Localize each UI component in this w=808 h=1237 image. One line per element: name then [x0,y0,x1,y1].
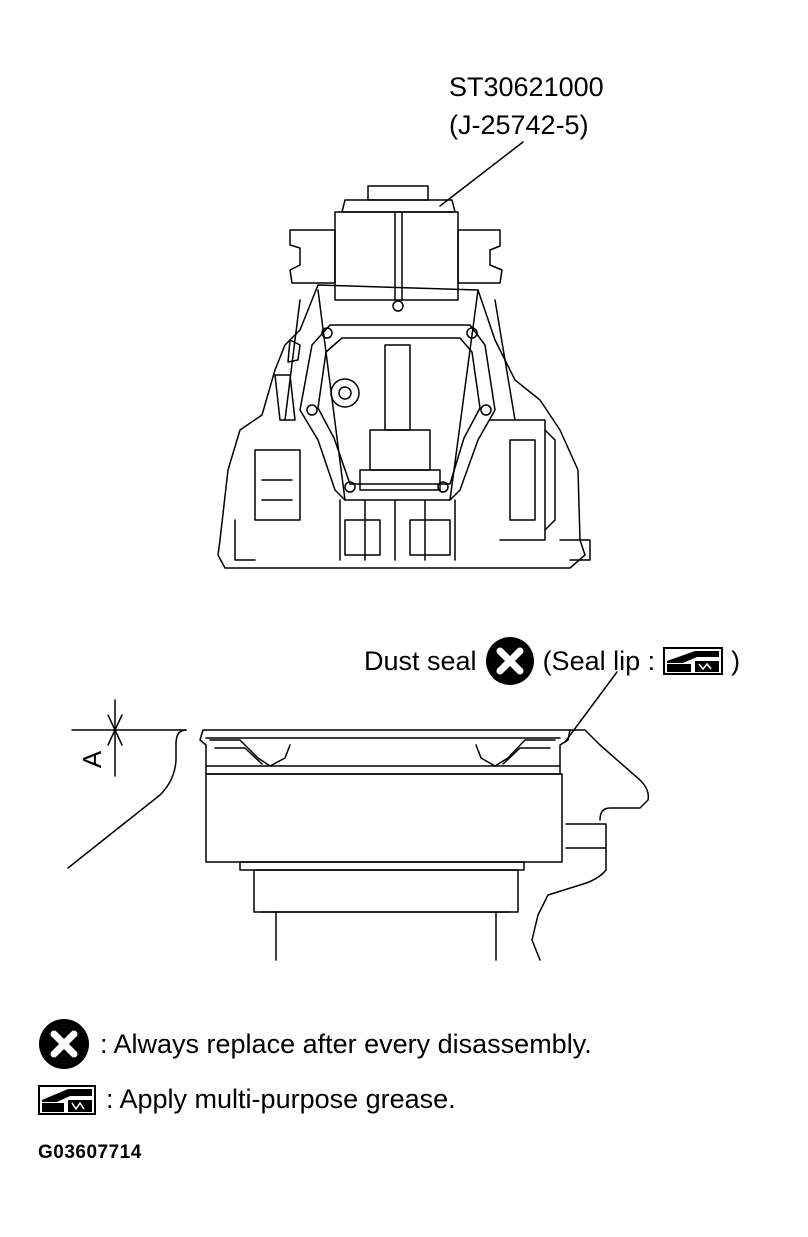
seal-lip-left [209,739,291,767]
tool-leader-line [439,141,524,207]
seal-lip-close: ) [731,646,741,676]
circle-x-icon [485,636,535,686]
tool-part-number: ST30621000 [449,72,604,102]
legend-grease: : Apply multi-purpose grease. [38,1084,456,1115]
circle-x-icon [38,1018,90,1070]
grease-gun-icon [38,1084,96,1115]
seal-leader-line [564,671,618,743]
dust-seal-label: Dust seal [364,646,477,676]
dimension-a-label: A [77,750,108,769]
figure-code: G03607714 [38,1142,142,1163]
legend-replace-text: : Always replace after every disassembly… [100,1028,592,1059]
transmission-housing [217,185,591,569]
seal-lip-right [475,739,556,767]
gasket-plate [299,324,496,501]
seal-label: Dust seal (Seal lip : ) [364,636,740,686]
grease-gun-icon [663,647,724,675]
legend-replace: : Always replace after every disassembly… [38,1018,592,1070]
legend-grease-text: : Apply multi-purpose grease. [106,1084,456,1114]
seal-lip-open: (Seal lip : [542,646,656,676]
installer-tool [334,185,459,301]
tool-alt-number: (J-25742-5) [449,110,589,140]
seal-section [67,699,650,961]
